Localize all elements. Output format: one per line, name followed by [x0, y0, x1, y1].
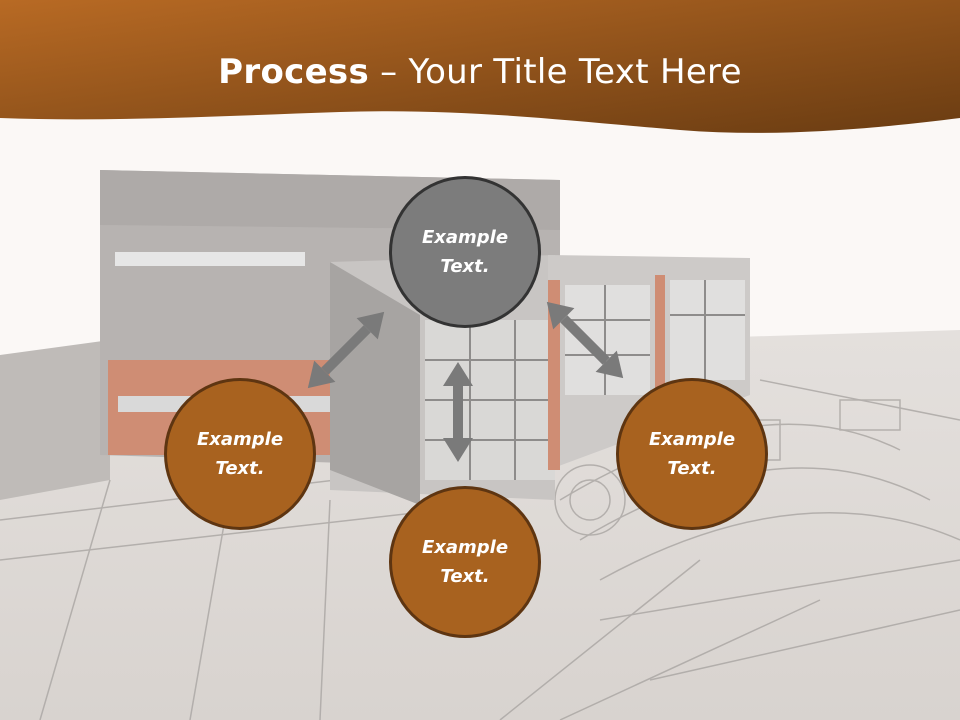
process-node-bottom: Example Text. — [389, 486, 541, 638]
double-arrow-upper-right — [546, 301, 624, 379]
title-bold-text: Process — [218, 52, 370, 92]
process-node-left: Example Text. — [164, 378, 316, 530]
slide-title: Process – Your Title Text Here — [0, 52, 960, 92]
process-node-bottom-label: Example Text. — [421, 537, 509, 587]
double-arrow-upper-left — [307, 311, 385, 389]
process-node-right-label: Example Text. — [648, 429, 736, 479]
process-node-right: Example Text. — [616, 378, 768, 530]
process-node-top-label: Example Text. — [421, 227, 509, 277]
double-arrow-vertical — [443, 362, 473, 462]
process-node-left-label: Example Text. — [196, 429, 284, 479]
title-rest-text: – Your Title Text Here — [369, 52, 742, 92]
process-node-top: Example Text. — [389, 176, 541, 328]
